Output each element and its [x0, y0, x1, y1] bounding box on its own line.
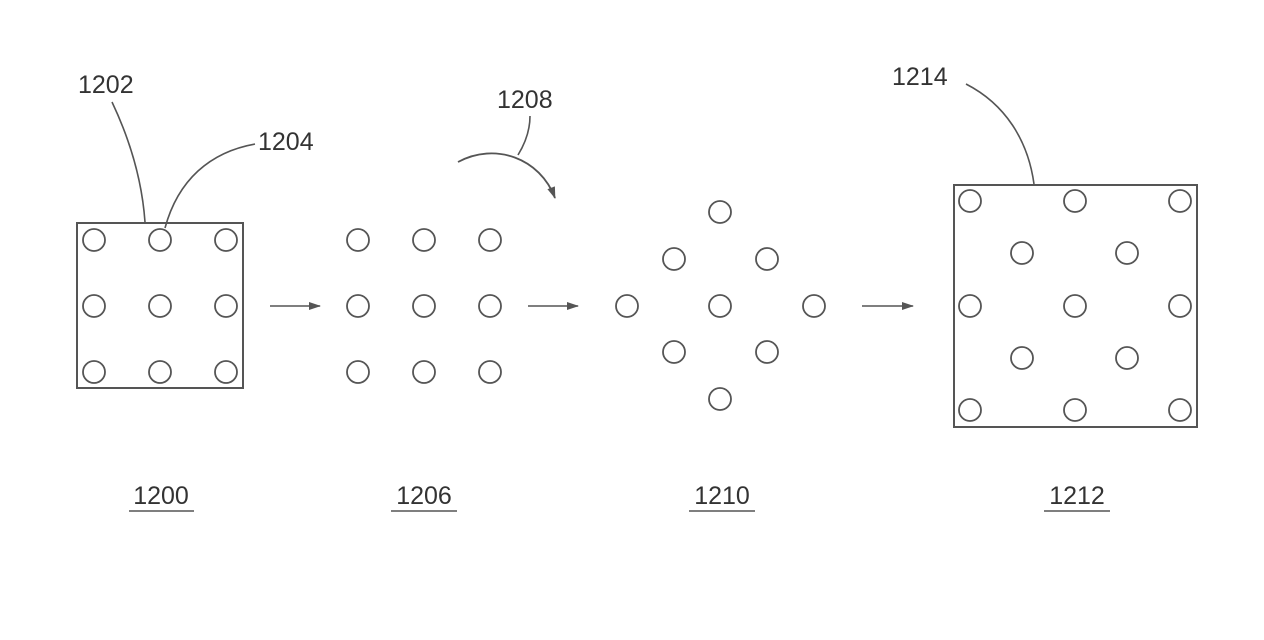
hole: [662, 340, 686, 364]
hole: [478, 360, 502, 384]
figure-label-1212: 1212: [1044, 482, 1110, 512]
stage-1210: [615, 200, 826, 411]
hole: [412, 294, 436, 318]
hole: [1063, 398, 1087, 422]
hole: [802, 294, 826, 318]
hole: [412, 360, 436, 384]
stage-1206: [346, 228, 502, 384]
stage-1200: [76, 222, 244, 389]
stage-1212: [953, 184, 1198, 428]
hole: [708, 200, 732, 224]
ref-label-1214: 1214: [892, 63, 948, 91]
hole-1204: [148, 228, 172, 252]
hole: [755, 340, 779, 364]
figure-label-1210: 1210: [689, 482, 755, 512]
frame-1202: [76, 222, 244, 389]
hole: [346, 360, 370, 384]
ref-label-1202: 1202: [78, 71, 134, 99]
hole: [478, 294, 502, 318]
hole: [148, 294, 172, 318]
figure-label-1200: 1200: [129, 482, 194, 512]
hole: [1063, 189, 1087, 213]
leader-line-1204: [164, 143, 256, 229]
figure-label-1200-text: 1200: [133, 482, 189, 510]
figure-label-1210-text: 1210: [694, 482, 750, 510]
hole: [1010, 241, 1034, 265]
hole: [214, 360, 238, 384]
hole: [82, 294, 106, 318]
ref-label-1208: 1208: [497, 86, 553, 114]
hole: [214, 228, 238, 252]
hole: [82, 360, 106, 384]
figure-label-1206: 1206: [391, 482, 457, 512]
hole: [1168, 294, 1192, 318]
hole: [346, 294, 370, 318]
ref-label-1204: 1204: [258, 128, 314, 156]
hole: [214, 294, 238, 318]
hole: [82, 228, 106, 252]
hole: [1168, 189, 1192, 213]
hole: [1168, 398, 1192, 422]
hole: [662, 247, 686, 271]
leader-line-1208: [517, 115, 531, 156]
hole: [958, 398, 982, 422]
hole: [1115, 241, 1139, 265]
figure-label-1212-text: 1212: [1049, 482, 1105, 510]
hole: [958, 189, 982, 213]
hole: [1115, 346, 1139, 370]
grid-3x3-holes: [82, 228, 238, 384]
rotation-arrow-1208: [457, 152, 556, 199]
leader-line-1202: [111, 101, 146, 223]
hole: [346, 228, 370, 252]
hole: [958, 294, 982, 318]
hole: [708, 294, 732, 318]
hole: [478, 228, 502, 252]
hole: [148, 360, 172, 384]
hole: [708, 387, 732, 411]
hole: [615, 294, 639, 318]
hole: [1063, 294, 1087, 318]
figure-label-1206-text: 1206: [396, 482, 452, 510]
hole: [755, 247, 779, 271]
frame-1214: [953, 184, 1198, 428]
leader-line-1214: [965, 83, 1035, 185]
hole: [1010, 346, 1034, 370]
hole: [412, 228, 436, 252]
